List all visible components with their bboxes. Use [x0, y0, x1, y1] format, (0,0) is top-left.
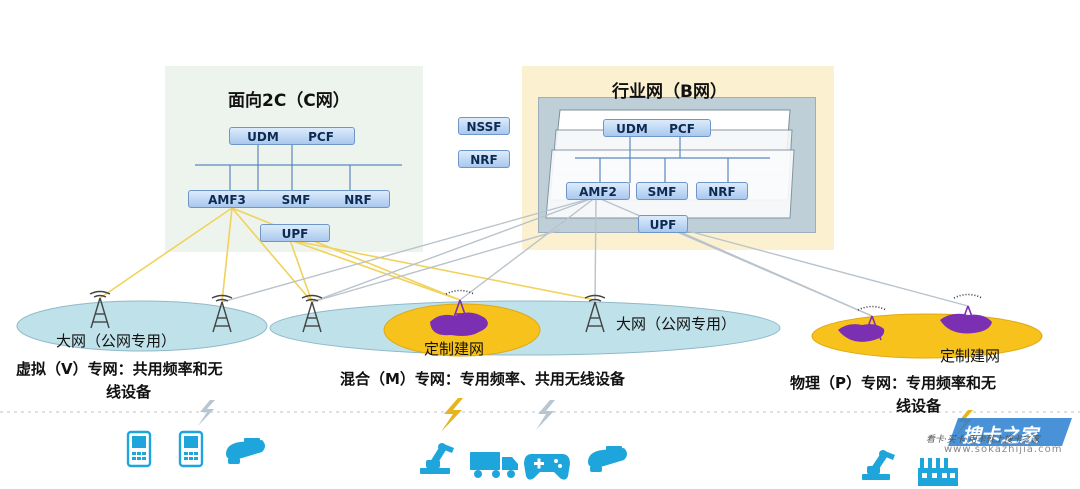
watermark-logo-text: 搜卡之家 — [962, 425, 1039, 447]
c-network-title: 面向2C（C网） — [228, 91, 350, 111]
tower-icon — [89, 290, 111, 329]
tower-icon — [211, 294, 233, 333]
b-network-title: 行业网（B网） — [612, 82, 727, 102]
watermark-logo-shape — [948, 418, 1072, 446]
c-udm-pcf-box[interactable]: UDM PCF — [229, 127, 355, 145]
shared-nrf-box[interactable]: NRF — [458, 150, 510, 168]
public-area-left — [16, 300, 268, 352]
lightning-icon — [198, 400, 215, 426]
c-amf-label: AMF3 — [208, 193, 246, 207]
lightning-group — [198, 398, 973, 436]
watermark-slogan: 看卡·买卡·用卡就上搜卡之家 — [926, 435, 1040, 445]
gamepad-icon — [524, 454, 570, 480]
phone-icon — [126, 430, 152, 468]
b-gray-links — [221, 196, 969, 317]
b-pcf-label: PCF — [669, 122, 695, 136]
custom-blob-mid — [430, 312, 488, 336]
c-yellow-links — [99, 207, 596, 303]
physical-caption-line1: 物理（P）专网：专用频率和无 — [790, 374, 996, 392]
truck-icon — [470, 452, 518, 478]
factory-icon — [918, 458, 958, 486]
lightning-icon — [441, 398, 463, 432]
c-udm-label: UDM — [247, 130, 279, 144]
c-smf-label: SMF — [281, 193, 311, 207]
nssf-box[interactable]: NSSF — [458, 117, 510, 135]
c-upf-box[interactable]: UPF — [260, 224, 330, 242]
public-area-left-label: 大网（公网专用） — [56, 332, 177, 350]
c-pcf-label: PCF — [308, 130, 334, 144]
c-network-panel — [165, 66, 423, 252]
physical-caption-line2: 线设备 — [896, 397, 942, 415]
robot-arm-icon — [862, 450, 895, 480]
camera-icon — [588, 446, 627, 472]
tower-icon — [301, 294, 323, 333]
watermark-url: www.sokazhijia.com — [944, 444, 1063, 455]
tower-icon-purple — [953, 293, 983, 331]
public-area-right-label: 大网（公网专用） — [616, 315, 737, 333]
b-upf-box[interactable]: UPF — [638, 215, 688, 233]
c-amf-smf-nrf-box[interactable]: AMF3 SMF NRF — [188, 190, 390, 208]
b-udm-pcf-box[interactable]: UDM PCF — [603, 119, 711, 137]
lightning-icon — [536, 400, 555, 430]
camera-icon — [226, 438, 265, 464]
hybrid-caption: 混合（M）专网：专用频率、共用无线设备 — [340, 370, 625, 388]
tower-group — [89, 290, 606, 333]
virtual-caption-line1: 虚拟（V）专网：共用频率和无 — [16, 360, 223, 378]
c-nrf-label: NRF — [344, 193, 372, 207]
tower-icon-purple — [857, 305, 887, 341]
b-amf-box[interactable]: AMF2 — [566, 182, 630, 200]
tower-icon-purple — [445, 289, 475, 327]
b-udm-label: UDM — [616, 122, 648, 136]
b-smf-box[interactable]: SMF — [636, 182, 688, 200]
custom-area-right-label: 定制建网 — [940, 347, 1001, 365]
b-nrf-box[interactable]: NRF — [696, 182, 748, 200]
robot-arm-icon — [420, 443, 454, 474]
tower-icon — [584, 294, 606, 333]
device-group — [126, 430, 958, 486]
custom-blob-right-2 — [940, 313, 992, 334]
phone-icon — [178, 430, 204, 468]
virtual-caption-line2: 线设备 — [106, 383, 152, 401]
purple-tower-group — [445, 289, 983, 341]
custom-area-mid-label: 定制建网 — [424, 340, 485, 358]
